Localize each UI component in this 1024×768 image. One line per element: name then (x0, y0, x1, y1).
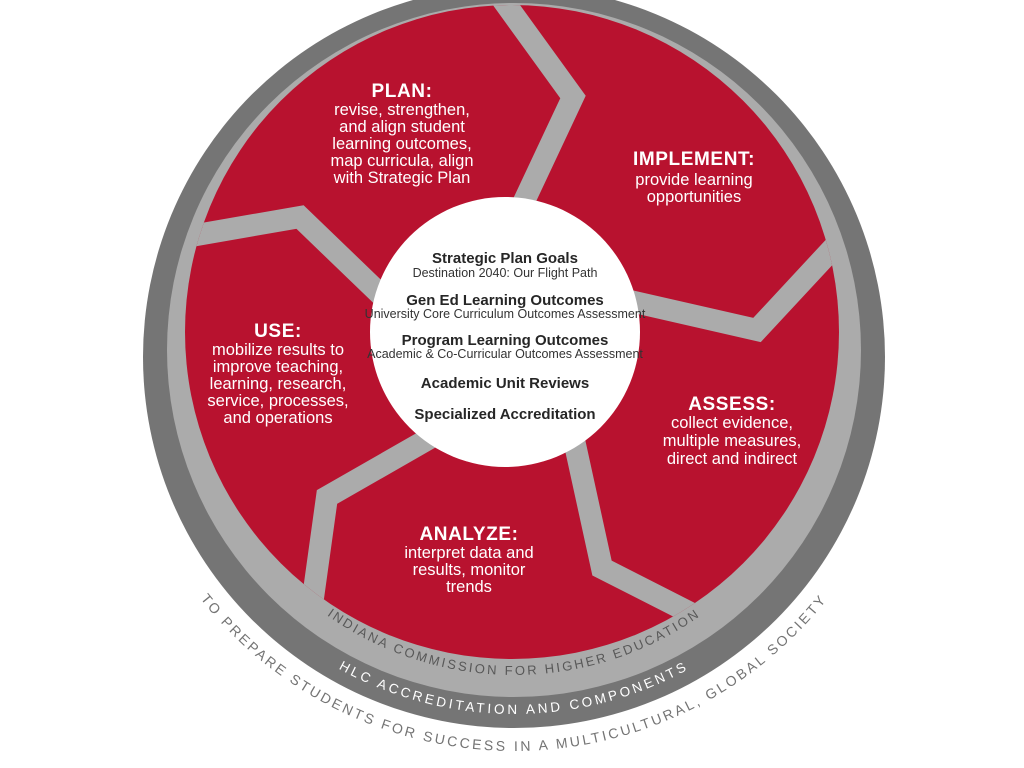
divider-implement-assess (627, 224, 839, 343)
analyze-line: results, monitor (413, 561, 526, 579)
segment-use: USE: mobilize results to improve teachin… (207, 321, 348, 427)
use-label: USE: (254, 321, 302, 342)
use-line: service, processes, (207, 392, 348, 410)
plan-label: PLAN: (371, 81, 432, 102)
segment-implement: IMPLEMENT: provide learning opportunitie… (633, 149, 755, 206)
plan-line: map curricula, align (330, 152, 473, 170)
divider-analyze-use (297, 428, 436, 636)
segment-analyze: ANALYZE: interpret data and results, mon… (404, 524, 533, 596)
divider-use-plan (185, 205, 391, 305)
assess-line: multiple measures, (663, 432, 801, 450)
hub-item-title: Academic Unit Reviews (421, 375, 589, 392)
plan-line: learning outcomes, (332, 135, 471, 153)
plan-line: and align student (339, 118, 465, 136)
hub-item-title: Program Learning Outcomes (402, 332, 609, 349)
assess-line: collect evidence, (671, 414, 793, 432)
hub-item-subtitle: Academic & Co-Curricular Outcomes Assess… (367, 347, 643, 361)
assess-label: ASSESS: (688, 394, 776, 415)
center-hub-text: Strategic Plan Goals Destination 2040: O… (365, 250, 646, 423)
hub-item-subtitle: Destination 2040: Our Flight Path (413, 266, 598, 280)
segment-plan: PLAN: revise, strengthen, and align stud… (330, 81, 473, 187)
analyze-label: ANALYZE: (419, 524, 518, 545)
segment-dividers (185, 5, 839, 637)
analyze-line: interpret data and (404, 544, 533, 562)
use-line: and operations (223, 409, 332, 427)
plan-line: revise, strengthen, (334, 101, 470, 119)
use-line: mobilize results to (212, 341, 344, 359)
use-line: learning, research, (210, 375, 347, 393)
center-circle (370, 197, 640, 467)
segment-assess: ASSESS: collect evidence, multiple measu… (663, 394, 801, 468)
divider-plan-implement (488, 5, 586, 217)
implement-label: IMPLEMENT: (633, 149, 755, 170)
implement-line: opportunities (647, 188, 741, 206)
implement-line: provide learning (635, 171, 752, 189)
use-line: improve teaching, (213, 358, 343, 376)
assess-line: direct and indirect (667, 450, 798, 468)
hub-item-title: Specialized Accreditation (414, 406, 595, 423)
hub-item-title: Gen Ed Learning Outcomes (406, 292, 604, 309)
hub-item-subtitle: University Core Curriculum Outcomes Asse… (365, 307, 646, 321)
divider-assess-analyze (563, 437, 723, 637)
hub-item-title: Strategic Plan Goals (432, 250, 578, 267)
plan-line: with Strategic Plan (333, 169, 471, 187)
analyze-line: trends (446, 578, 492, 596)
